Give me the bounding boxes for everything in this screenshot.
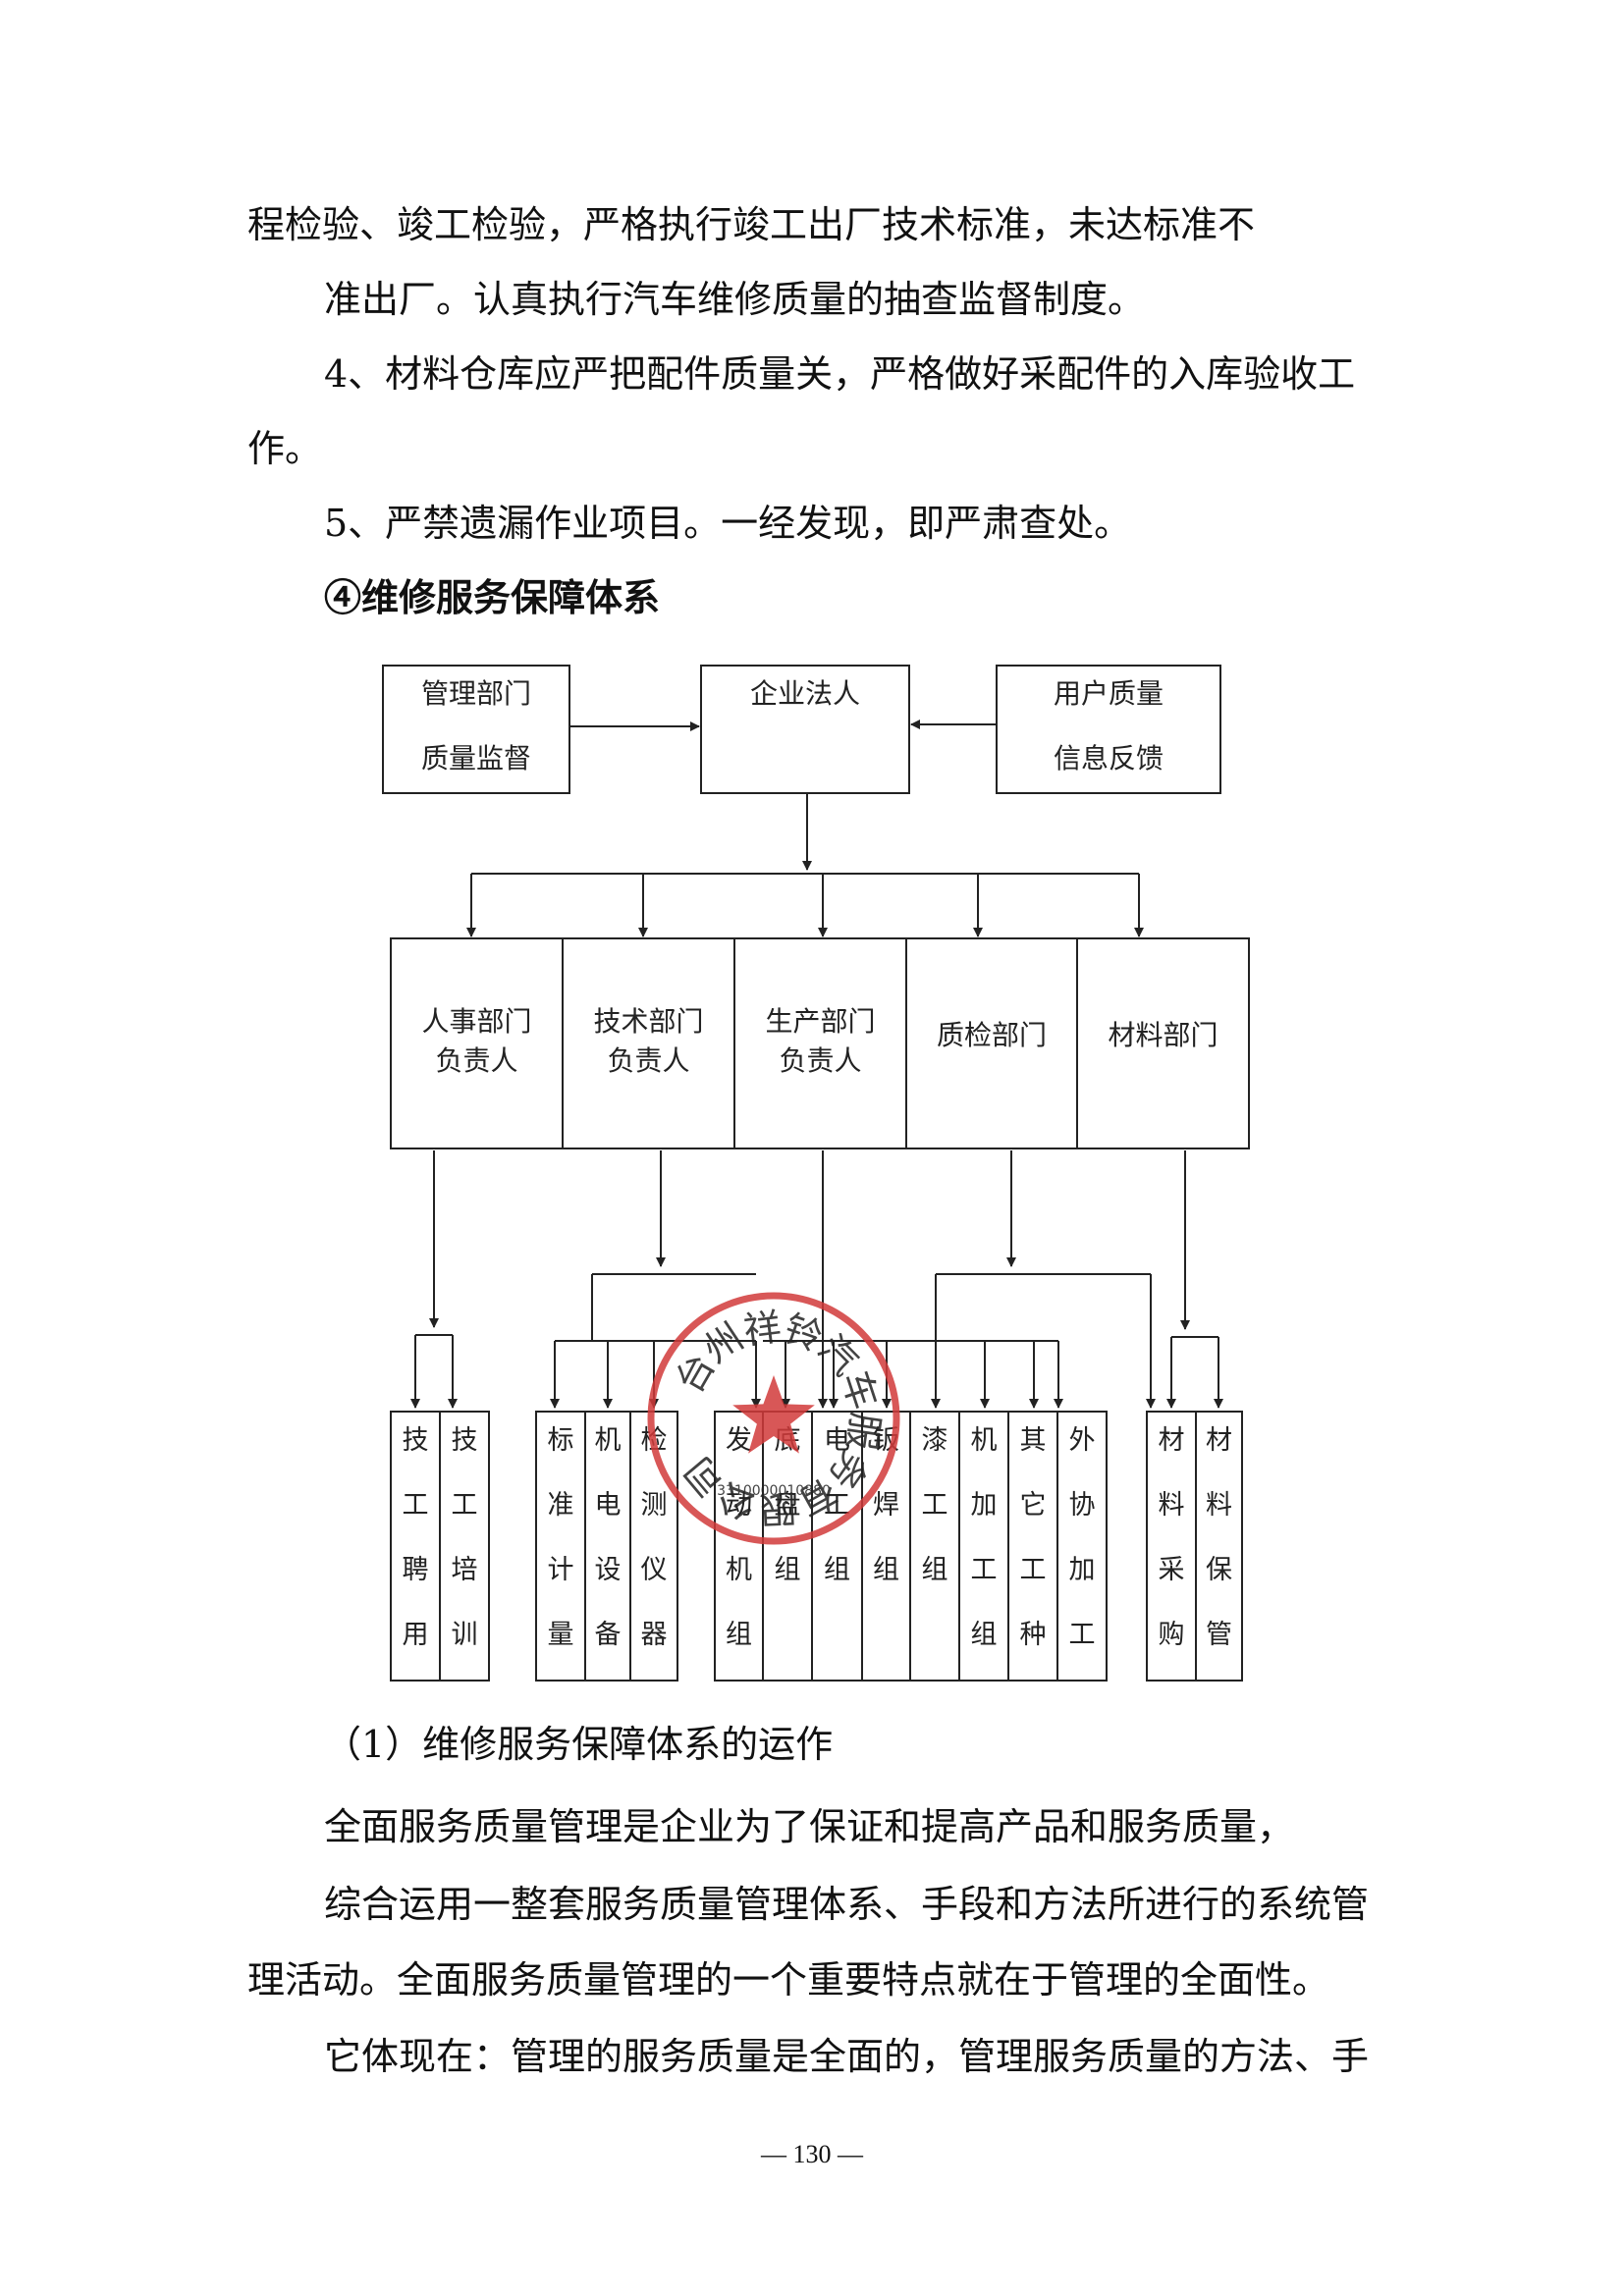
text-line: 作。 [247, 427, 323, 470]
unit-label: 焊 [873, 1490, 899, 1521]
unit-label: 技 [403, 1425, 429, 1456]
text-line: 5、严禁遗漏作业项目。一经发现，即严肃查处。 [324, 502, 1132, 545]
page-number: — 130 — [761, 2140, 863, 2168]
unit-label: 外 [1069, 1425, 1096, 1456]
seal-char: 祥 [741, 1305, 784, 1352]
subheading: （1）维修服务保障体系的运作 [324, 1723, 834, 1766]
unit-label: 标 [548, 1425, 574, 1456]
unit-label: 机 [726, 1555, 752, 1585]
unit-label: 其 [1020, 1425, 1047, 1456]
text-line: 4、材料仓库应严把配件质量关，严格做好采配件的入库验收工 [324, 352, 1356, 396]
text-line: 理活动。全面服务质量管理的一个重要特点就在于管理的全面性。 [247, 1958, 1330, 2002]
unit-label: 组 [971, 1620, 998, 1650]
department-label: 负责人 [607, 1044, 689, 1077]
unit-label: 测 [641, 1490, 668, 1521]
department-label: 技术部门 [593, 1005, 703, 1038]
unit-label: 准 [548, 1490, 574, 1521]
department-row [390, 937, 1250, 1149]
top-box-label: 管理部门 [421, 677, 531, 710]
department-label: 质检部门 [937, 1019, 1047, 1051]
unit-label: 组 [824, 1555, 850, 1585]
department-label: 负责人 [779, 1044, 861, 1077]
department-label: 负责人 [435, 1044, 517, 1077]
unit-label: 机 [595, 1425, 622, 1456]
unit-label: 机 [971, 1425, 998, 1456]
unit-label: 组 [873, 1555, 899, 1585]
seal-ring [647, 1292, 900, 1545]
unit-label: 购 [1159, 1620, 1185, 1650]
seal-char: 服 [839, 1410, 888, 1453]
top-box-label: 企业法人 [750, 677, 860, 710]
unit-label: 协 [1069, 1490, 1096, 1521]
unit-label: 盘 [775, 1490, 801, 1521]
top-box-label: 信息反馈 [1054, 742, 1164, 774]
top-box [700, 665, 910, 794]
unit-label: 仪 [641, 1555, 668, 1585]
unit-label: 组 [922, 1555, 948, 1585]
unit-label: 器 [641, 1620, 668, 1650]
unit-label: 动 [726, 1490, 752, 1521]
unit-label: 量 [548, 1620, 574, 1650]
unit-label: 加 [1069, 1555, 1096, 1585]
seal-number: 3310000010880 [717, 1483, 831, 1499]
top-box [382, 665, 570, 794]
seal-char: 限 [758, 1486, 797, 1531]
unit-label: 电 [824, 1425, 850, 1456]
unit-label: 电 [595, 1490, 622, 1521]
unit-label: 工 [403, 1490, 429, 1521]
unit-label: 工 [452, 1490, 478, 1521]
unit-label: 计 [548, 1555, 574, 1585]
unit-label: 工 [1020, 1555, 1047, 1585]
unit-label: 种 [1020, 1620, 1047, 1650]
seal-star [732, 1375, 815, 1454]
top-box-label: 质量监督 [421, 742, 531, 774]
department-label: 生产部门 [765, 1005, 875, 1038]
department-label: 材料部门 [1108, 1019, 1218, 1051]
unit-label: 工 [922, 1490, 948, 1521]
unit-label: 材 [1206, 1425, 1232, 1456]
unit-label: 组 [726, 1620, 752, 1650]
unit-label: 备 [595, 1620, 622, 1650]
text-line: 程检验、竣工检验，严格执行竣工出厂技术标准，未达标准不 [247, 203, 1256, 246]
unit-label: 保 [1206, 1555, 1232, 1585]
unit-group [1146, 1411, 1243, 1682]
unit-label: 工 [1069, 1620, 1096, 1650]
unit-label: 它 [1020, 1490, 1047, 1521]
unit-label: 培 [452, 1555, 478, 1585]
unit-label: 设 [595, 1555, 622, 1585]
text-line: 全面服务质量管理是企业为了保证和提高产品和服务质量， [324, 1805, 1295, 1848]
department-label: 人事部门 [421, 1005, 531, 1038]
unit-label: 组 [775, 1555, 801, 1585]
unit-label: 用 [403, 1620, 429, 1650]
unit-label: 训 [452, 1620, 478, 1650]
section-heading: ④维修服务保障体系 [324, 575, 661, 619]
unit-label: 料 [1159, 1490, 1185, 1521]
unit-label: 技 [452, 1425, 478, 1456]
text-line: 综合运用一整套服务质量管理体系、手段和方法所进行的系统管 [324, 1883, 1370, 1926]
top-box [996, 665, 1221, 794]
unit-label: 材 [1159, 1425, 1185, 1456]
unit-label: 管 [1206, 1620, 1232, 1650]
unit-label: 发 [726, 1425, 752, 1456]
text-line: 准出厂。认真执行汽车维修质量的抽查监督制度。 [324, 278, 1146, 321]
unit-label: 聘 [403, 1555, 429, 1585]
top-box-label: 用户质量 [1054, 677, 1164, 710]
unit-label: 漆 [922, 1425, 948, 1456]
unit-label: 采 [1159, 1555, 1185, 1585]
unit-label: 加 [971, 1490, 998, 1521]
unit-label: 工 [971, 1555, 998, 1585]
text-line: 它体现在：管理的服务质量是全面的，管理服务质量的方法、手 [324, 2035, 1370, 2078]
unit-label: 料 [1206, 1490, 1232, 1521]
